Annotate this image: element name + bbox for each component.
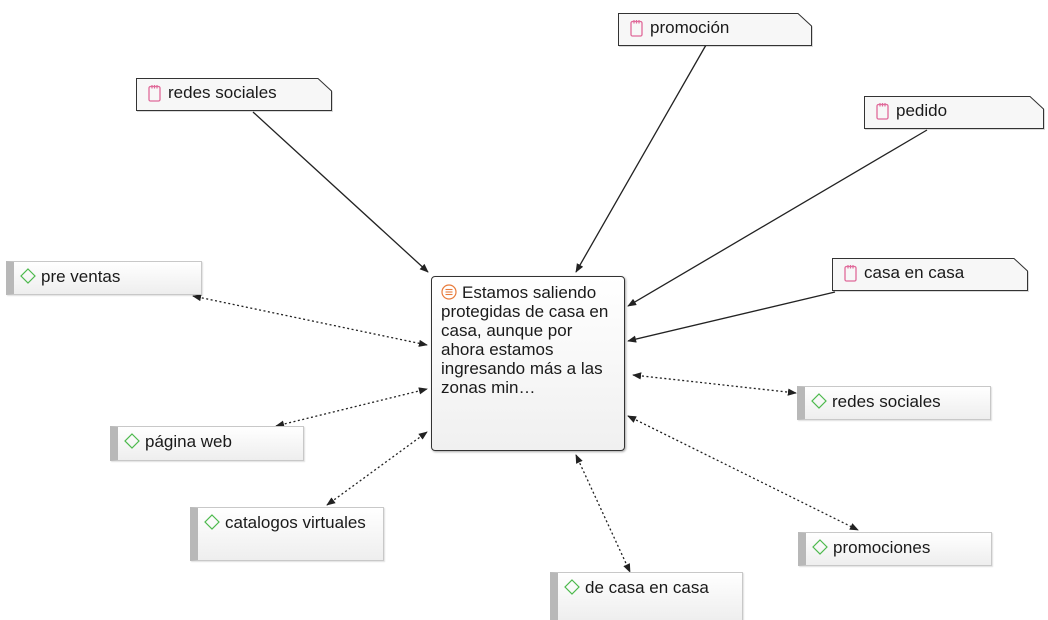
diamond-icon bbox=[20, 268, 36, 284]
code-node-promocion[interactable]: promoción bbox=[618, 13, 812, 46]
memo-node-catalogos-virtuales[interactable]: catalogos virtuales bbox=[190, 507, 384, 561]
memo-label: página web bbox=[145, 432, 232, 451]
code-icon bbox=[630, 19, 643, 37]
memo-node-promociones[interactable]: promociones bbox=[798, 532, 992, 566]
link-redes-sociales-code bbox=[252, 111, 429, 273]
diamond-icon bbox=[812, 539, 828, 555]
memo-node-de-casa-en-casa[interactable]: de casa en casa bbox=[550, 572, 743, 620]
memo-node-pagina-web[interactable]: página web bbox=[110, 426, 304, 461]
link-promociones-memo bbox=[627, 415, 859, 531]
memo-node-pre-ventas[interactable]: pre ventas bbox=[6, 261, 202, 295]
diamond-icon bbox=[564, 579, 580, 595]
quotation-text: Estamos saliendo protegidas de casa en c… bbox=[441, 283, 609, 397]
link-pagina-web-memo bbox=[275, 387, 428, 428]
memo-label: pre ventas bbox=[41, 267, 121, 286]
code-node-casa-en-casa[interactable]: casa en casa bbox=[832, 258, 1028, 291]
code-icon bbox=[844, 264, 857, 282]
code-label: promoción bbox=[650, 18, 730, 37]
link-pre-ventas-memo bbox=[192, 294, 428, 347]
code-node-pedido[interactable]: pedido bbox=[864, 96, 1044, 129]
memo-label: redes sociales bbox=[832, 392, 941, 411]
code-icon bbox=[148, 84, 161, 102]
link-de-casa-en-casa-memo bbox=[575, 454, 631, 573]
memo-label: de casa en casa bbox=[585, 578, 709, 597]
code-icon bbox=[876, 102, 889, 120]
quotation-node[interactable]: Estamos saliendo protegidas de casa en c… bbox=[431, 276, 625, 451]
link-catalogos-memo bbox=[326, 431, 428, 506]
link-promocion-code bbox=[575, 44, 707, 273]
memo-node-redes-sociales[interactable]: redes sociales bbox=[797, 386, 991, 420]
quotation-icon bbox=[441, 284, 457, 300]
code-label: pedido bbox=[896, 101, 948, 120]
link-casa-en-casa-code bbox=[627, 291, 836, 343]
diamond-icon bbox=[204, 514, 220, 530]
memo-label: catalogos virtuales bbox=[225, 513, 366, 532]
diamond-icon bbox=[811, 393, 827, 409]
link-redes-sociales-memo bbox=[632, 372, 797, 396]
code-label: casa en casa bbox=[864, 263, 965, 282]
diamond-icon bbox=[124, 433, 140, 449]
code-node-redes-sociales[interactable]: redes sociales bbox=[136, 78, 332, 111]
code-label: redes sociales bbox=[168, 83, 277, 102]
memo-label: promociones bbox=[833, 538, 931, 557]
